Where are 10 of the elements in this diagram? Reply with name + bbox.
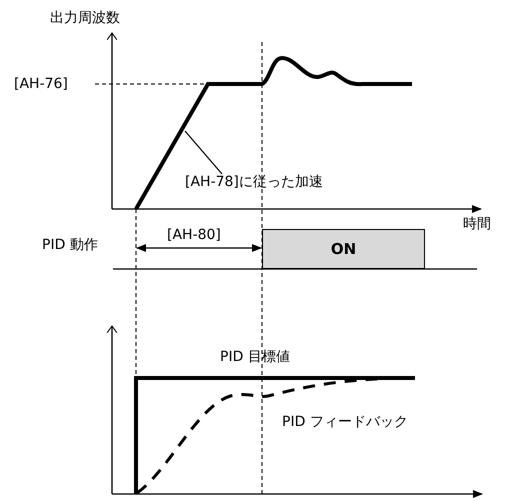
dimension-label: [AH-80] (167, 226, 221, 244)
axis-title: 時間 (463, 215, 491, 233)
state-box: ON (262, 229, 425, 269)
axis-title: 出力周波数 (50, 9, 120, 27)
leader-line (184, 130, 222, 174)
signal-name: PID 動作 (42, 236, 98, 254)
frequency-curve (134, 56, 412, 210)
curve-label: PID フィードバック (282, 413, 408, 431)
curve-label: PID 目標値 (220, 348, 290, 366)
reference-value: [AH-76] (14, 75, 68, 93)
